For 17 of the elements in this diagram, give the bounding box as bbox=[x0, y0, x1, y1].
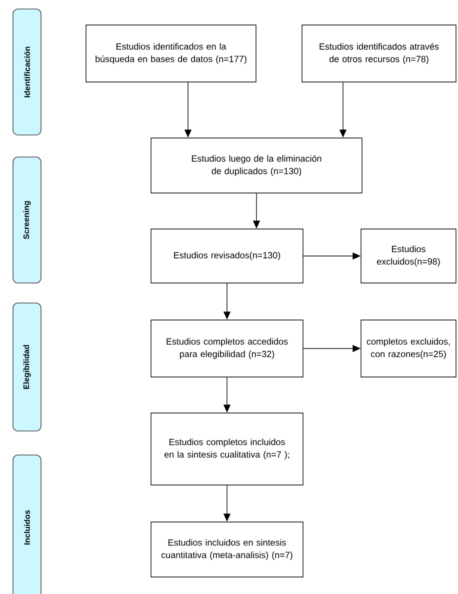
process-box: Estudios completos incluidos en la sintesis cualitativa (n=7 ); bbox=[150, 412, 304, 486]
process-box: Estudios identificados en la búsqueda en bases de datos (n=177) bbox=[86, 24, 256, 82]
process-box: Estudios revisados(n=130) bbox=[150, 228, 304, 284]
phase-band bbox=[12, 8, 42, 136]
phase-label: Identificación bbox=[24, 46, 30, 98]
process-box: Estudios incluidos en sintesis cuantitativa (meta-analisis) (n=7) bbox=[150, 522, 304, 578]
process-box: Estudios luego de la eliminación de duplicados (n=130) bbox=[150, 138, 362, 194]
process-box: Estudios excluidos(n=98) bbox=[360, 228, 456, 284]
process-box: completos excluidos, con razones(n=25) bbox=[360, 320, 456, 378]
phase-band bbox=[12, 156, 42, 284]
phase-band bbox=[12, 302, 42, 432]
process-box: Estudios completos accedidos para elegibilidad (n=32) bbox=[150, 320, 304, 378]
phase-band bbox=[12, 454, 42, 594]
process-box: Estudios identificados através de otros recursos (n=78) bbox=[302, 24, 456, 82]
phase-label: Incluidos bbox=[24, 510, 30, 545]
phase-label: Screening bbox=[23, 201, 31, 240]
phase-label: Elegibilidad bbox=[23, 345, 31, 389]
